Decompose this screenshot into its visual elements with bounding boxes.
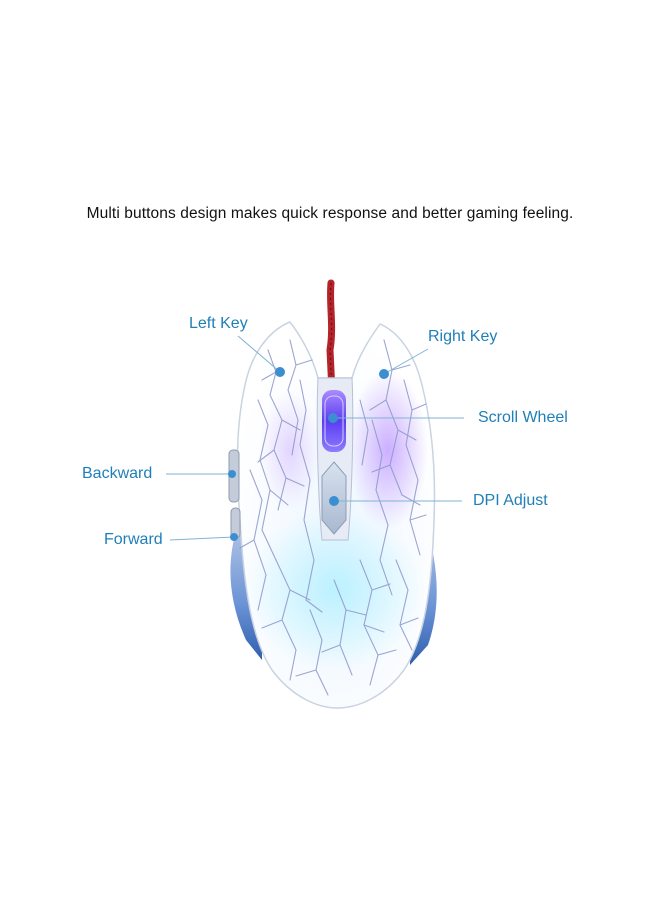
headline: Multi buttons design makes quick respons… [86,205,574,222]
marker-dots [228,367,389,541]
forward-label: Forward [104,531,163,548]
scroll-wheel-label: Scroll Wheel [478,409,568,426]
right-key-marker [379,369,389,379]
leader-lines [166,335,464,541]
left-key-label: Left Key [189,315,248,332]
right-key-label: Right Key [428,328,498,345]
scroll-wheel-marker [328,413,338,423]
left-key-marker [275,367,285,377]
backward-marker [228,470,236,478]
dpi-marker [329,496,339,506]
forward-marker [230,533,238,541]
dpi-adjust-label: DPI Adjust [473,492,548,509]
backward-label: Backward [82,465,153,482]
